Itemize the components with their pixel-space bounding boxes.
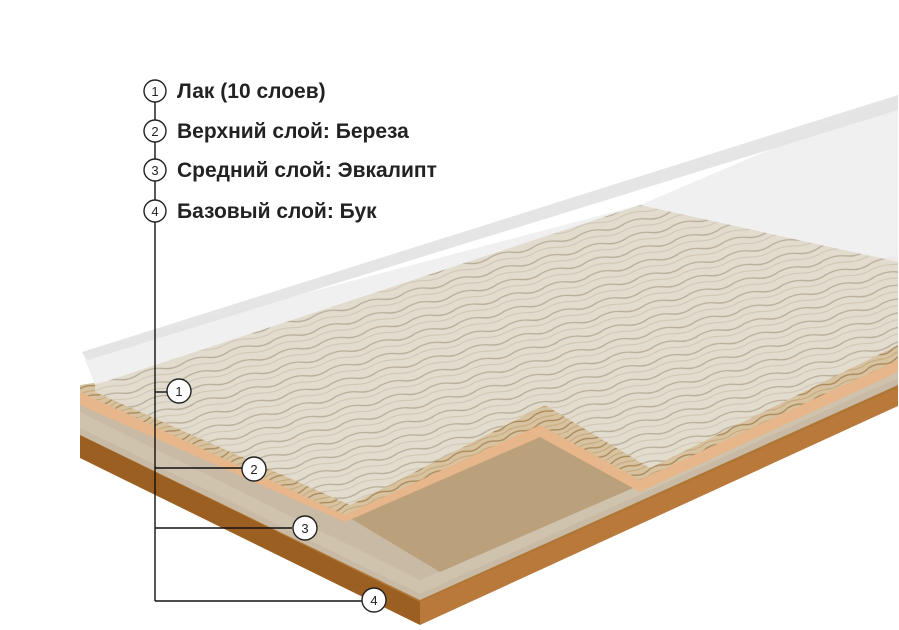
legend-label: Базовый слой: Бук (177, 200, 377, 223)
legend-number: 1 (151, 84, 158, 99)
legend-item-1: 1 Лак (10 слоев) (143, 79, 326, 103)
legend-number: 4 (151, 204, 158, 219)
legend-number: 2 (151, 124, 158, 139)
marker-number: 4 (370, 593, 377, 608)
base-layer-front (420, 388, 898, 625)
layer-marker-1: 1 (166, 378, 192, 404)
legend-item-4: 4 Базовый слой: Бук (143, 199, 377, 223)
legend-number-circle (143, 199, 167, 223)
lacquer-top-shade (82, 95, 898, 360)
middle-layer-inset (345, 430, 640, 572)
birch-panel (95, 205, 898, 505)
layer-marker-3: 3 (292, 515, 318, 541)
layer-marker-2: 2 (241, 456, 267, 482)
marker-circle (166, 378, 192, 404)
legend-item-2: 2 Верхний слой: Береза (143, 119, 409, 143)
marker-number: 1 (175, 384, 182, 399)
legend-number-circle (143, 119, 167, 143)
base-layer-side (80, 435, 420, 625)
marker-circle (292, 515, 318, 541)
marker-circle (241, 456, 267, 482)
legend-label: Лак (10 слоев) (177, 80, 326, 103)
legend-number-circle (143, 79, 167, 103)
lacquer-sheet (82, 95, 898, 385)
legend-item-3: 3 Средний слой: Эвкалипт (143, 158, 437, 182)
layer-marker-4: 4 (361, 587, 387, 613)
legend-label: Средний слой: Эвкалипт (177, 159, 437, 182)
layer-markers: 1 2 3 4 (166, 378, 387, 613)
marker-number: 3 (301, 521, 308, 536)
legend: 1 Лак (10 слоев) 2 Верхний слой: Береза … (143, 79, 437, 223)
leader-lines (154, 102, 362, 602)
legend-number: 3 (151, 163, 158, 178)
legend-number-circle (143, 158, 167, 182)
legend-label: Верхний слой: Береза (177, 120, 409, 143)
marker-circle (361, 587, 387, 613)
marker-number: 2 (250, 462, 257, 477)
